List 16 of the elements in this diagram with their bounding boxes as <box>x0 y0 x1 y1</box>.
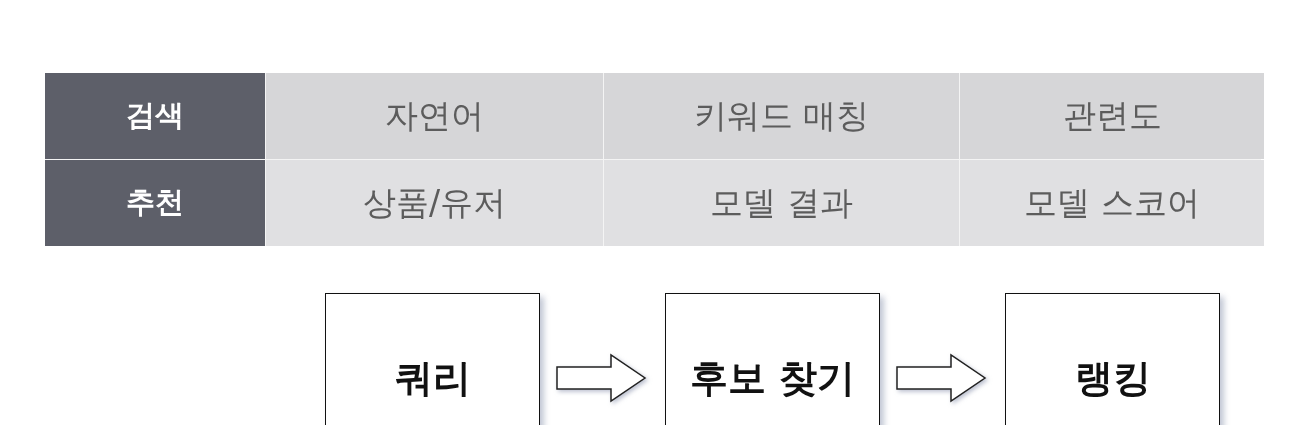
box-label: 랭킹 <box>1074 354 1151 402</box>
row-header: 추천 <box>45 160 265 246</box>
block-arrow <box>556 353 647 403</box>
block-arrow <box>896 353 987 403</box>
table-cell: 모델 스코어 <box>960 160 1264 246</box>
table-cell: 자연어 <box>266 73 603 159</box>
process-box <box>1005 293 1220 425</box>
table-cell: 상품/유저 <box>266 160 603 246</box>
table-cell: 모델 결과 <box>604 160 959 246</box>
box-label: 쿼리 <box>394 354 471 402</box>
row-header: 검색 <box>45 73 265 159</box>
process-box <box>665 293 880 425</box>
table-cell: 관련도 <box>960 73 1264 159</box>
process-box <box>325 293 540 425</box>
table-cell: 키워드 매칭 <box>604 73 959 159</box>
box-label: 후보 찾기 <box>689 354 856 402</box>
